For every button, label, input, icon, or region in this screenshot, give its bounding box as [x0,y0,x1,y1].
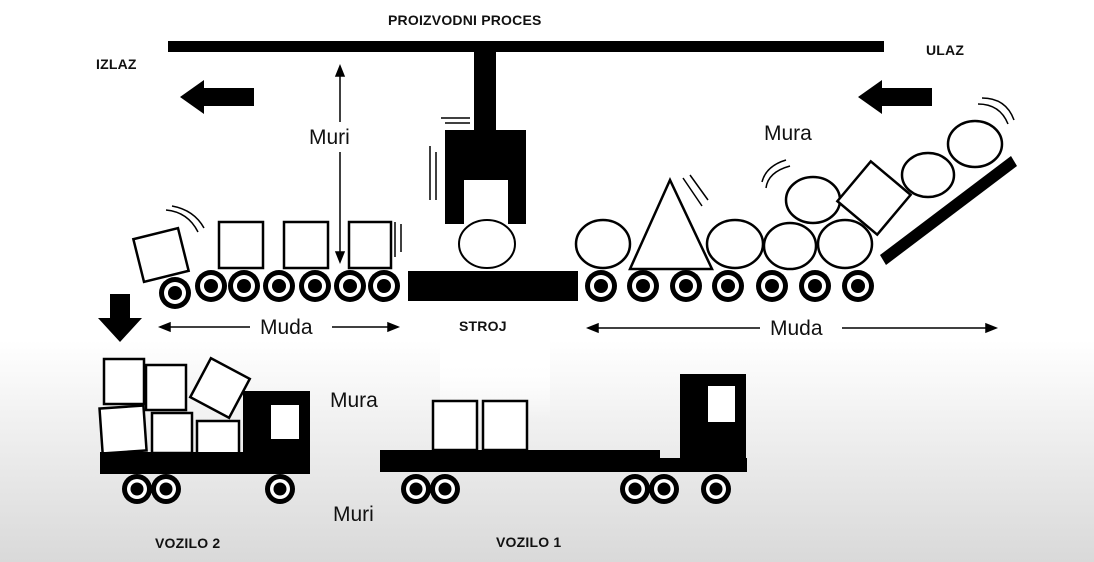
left-conveyor-boxes [131,220,393,284]
box-motion-lines [165,205,205,233]
box-motion-lines [394,222,402,257]
tilted-diamond [835,159,913,237]
vehicle-2-cargo [98,356,252,456]
mura-bottom-label: Mura [330,389,378,412]
press-motion-lines [429,117,470,200]
mura-top-label: Mura [764,122,812,145]
vehicle-1-wheels [401,474,731,504]
exit-arrow-icon [180,80,254,114]
conveyor-box [282,220,330,270]
muda-right-arrow [585,322,999,334]
machine-base [408,271,578,301]
inclined-ramp [880,156,1017,265]
right-rollers [585,270,874,302]
muri-top-label: Muri [309,126,350,149]
vehicle-1-bed [380,450,660,472]
down-arrow-icon [98,294,142,342]
muri-bottom-label: Muri [333,503,374,526]
conveyor-box [347,220,393,270]
muda-left-label: Muda [260,316,313,339]
vehicle-1-window [708,386,735,422]
vehicle-2-wheels [122,474,295,504]
vehicle-2-label: VOZILO 2 [155,535,221,551]
muda-right-label: Muda [770,317,823,340]
entry-arrow-icon [858,80,932,114]
press-stem [474,50,496,132]
vehicle-1-cargo [431,399,529,452]
machine-workpiece [458,219,516,269]
vehicle-2-window [271,405,299,439]
vehicle-1 [380,374,747,504]
diagram-title: PROIZVODNI PROCES [388,12,542,28]
entry-label: ULAZ [926,42,965,58]
muri-double-arrow [334,63,346,265]
machine-label: STROJ [459,318,507,334]
vehicle-1-chassis [655,458,747,472]
overhead-rail [168,41,884,52]
vehicle-2 [98,356,310,504]
vehicle-1-label: VOZILO 1 [496,534,562,550]
press-head [445,130,526,224]
tilted-box [131,226,191,284]
right-conveyor-items [574,119,1004,271]
triangle-item [628,177,714,271]
exit-label: IZLAZ [96,56,137,72]
item-motion-lines [682,97,1015,207]
conveyor-box [217,220,265,270]
left-rollers [159,270,400,309]
muda-left-arrow [157,321,401,333]
